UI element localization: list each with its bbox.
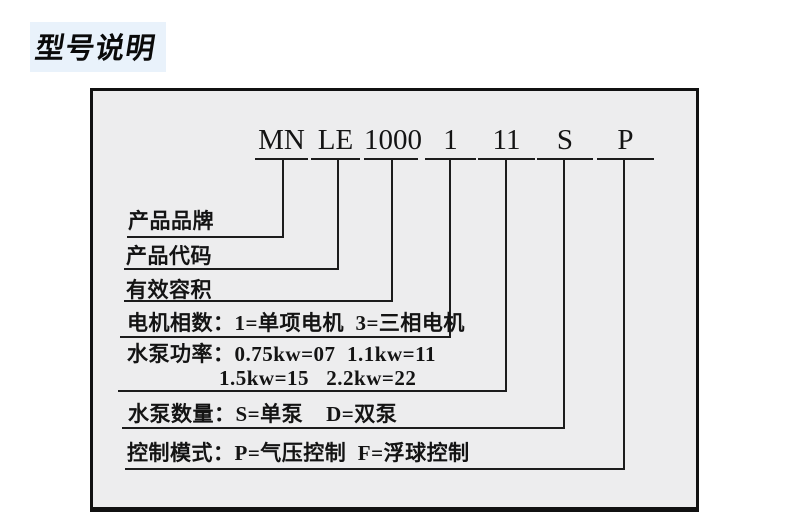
connector-hline-control bbox=[125, 468, 625, 470]
connector-vline-volume bbox=[391, 159, 393, 302]
connector-vline-control bbox=[623, 159, 625, 470]
code-segment-volume: 1000 bbox=[364, 123, 422, 160]
label-motor-phase: 电机相数：1=单项电机 3=三相电机 bbox=[127, 311, 465, 335]
label-product-code: 产品代码 bbox=[126, 244, 212, 268]
connector-vline-phase bbox=[449, 159, 451, 338]
label-pump-power-line1: 水泵功率：0.75kw=07 1.1kw=11 bbox=[127, 342, 436, 366]
connector-hline-phase bbox=[120, 336, 451, 338]
page-title-text: 型号说明 bbox=[32, 33, 159, 65]
connector-vline-brand bbox=[282, 159, 284, 238]
connector-hline-power bbox=[118, 390, 507, 392]
page-title: 型号说明 bbox=[30, 22, 167, 72]
connector-hline-product bbox=[124, 268, 339, 270]
label-pump-count: 水泵数量：S=单泵 D=双泵 bbox=[128, 402, 398, 426]
connector-hline-brand bbox=[127, 236, 284, 238]
code-segment-power: 11 bbox=[478, 123, 535, 160]
connector-vline-power bbox=[505, 159, 507, 392]
code-segment-brand: MN bbox=[255, 123, 308, 160]
connector-vline-count bbox=[563, 159, 565, 429]
label-pump-power-line2: 1.5kw=15 2.2kw=22 bbox=[219, 366, 417, 390]
code-segment-count: S bbox=[537, 123, 593, 160]
label-control-mode: 控制模式：P=气压控制 F=浮球控制 bbox=[127, 441, 470, 465]
label-effective-volume: 有效容积 bbox=[126, 278, 212, 302]
connector-hline-volume bbox=[124, 300, 393, 302]
code-segment-product: LE bbox=[311, 123, 360, 160]
code-segment-phase: 1 bbox=[425, 123, 476, 160]
connector-hline-count bbox=[122, 427, 565, 429]
code-segment-control: P bbox=[597, 123, 654, 160]
connector-vline-product bbox=[337, 159, 339, 270]
label-product-brand: 产品品牌 bbox=[128, 209, 214, 233]
